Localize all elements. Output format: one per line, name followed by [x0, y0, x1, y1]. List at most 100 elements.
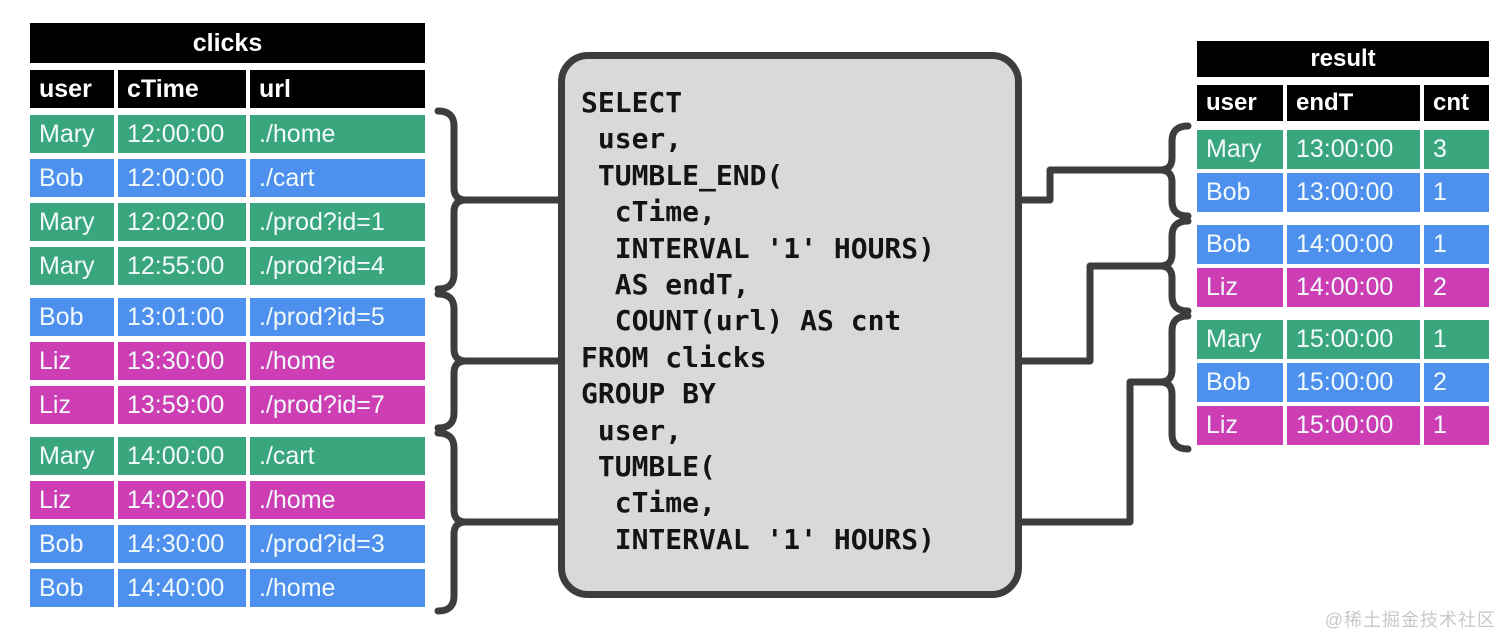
brace-result-group-2	[1156, 217, 1192, 315]
cell-user: Mary	[1197, 130, 1283, 169]
clicks-table-row: Bob 12:00:00 ./cart	[30, 159, 425, 197]
cell-endt: 14:00:00	[1287, 225, 1420, 264]
cell-user: Mary	[30, 437, 114, 475]
row-group: Bob 14:00:00 1 Liz 14:00:00 2	[1197, 225, 1489, 307]
brace-clicks-group-3	[434, 429, 470, 615]
cell-ctime: 12:02:00	[118, 203, 246, 241]
cell-cnt: 1	[1424, 320, 1489, 359]
brace-result-group-3	[1156, 312, 1192, 453]
cell-endt: 15:00:00	[1287, 320, 1420, 359]
result-table-row: Bob 13:00:00 1	[1197, 173, 1489, 212]
cell-ctime: 12:55:00	[118, 247, 246, 285]
clicks-table-row: Bob 14:40:00 ./home	[30, 569, 425, 607]
cell-cnt: 1	[1424, 406, 1489, 445]
column-header-ctime: cTime	[118, 70, 246, 108]
cell-ctime: 13:30:00	[118, 342, 246, 380]
clicks-table-row: Bob 14:30:00 ./prod?id=3	[30, 525, 425, 563]
column-header-endt: endT	[1287, 85, 1420, 121]
row-group: Mary 13:00:00 3 Bob 13:00:00 1	[1197, 130, 1489, 212]
result-table-row: Bob 14:00:00 1	[1197, 225, 1489, 264]
cell-ctime: 14:02:00	[118, 481, 246, 519]
cell-url: ./prod?id=4	[250, 247, 425, 285]
clicks-table-row: Mary 12:02:00 ./prod?id=1	[30, 203, 425, 241]
column-header-url: url	[250, 70, 425, 108]
clicks-table-title: clicks	[30, 23, 425, 63]
cell-user: Bob	[1197, 173, 1283, 212]
brace-result-group-1	[1156, 122, 1192, 220]
result-table-row: Mary 13:00:00 3	[1197, 130, 1489, 169]
cell-endt: 13:00:00	[1287, 173, 1420, 212]
cell-ctime: 14:30:00	[118, 525, 246, 563]
cell-user: Bob	[1197, 363, 1283, 402]
cell-user: Mary	[1197, 320, 1283, 359]
clicks-table-row: Mary 14:00:00 ./cart	[30, 437, 425, 475]
cell-user: Mary	[30, 203, 114, 241]
sql-query-text: SELECT user, TUMBLE_END( cTime, INTERVAL…	[581, 86, 936, 556]
result-table-row: Liz 14:00:00 2	[1197, 268, 1489, 307]
cell-user: Bob	[30, 298, 114, 336]
cell-user: Bob	[1197, 225, 1283, 264]
cell-ctime: 12:00:00	[118, 115, 246, 153]
cell-ctime: 13:59:00	[118, 386, 246, 424]
cell-ctime: 13:01:00	[118, 298, 246, 336]
clicks-table-row: Bob 13:01:00 ./prod?id=5	[30, 298, 425, 336]
result-table-title: result	[1197, 41, 1489, 77]
clicks-table-row: Liz 14:02:00 ./home	[30, 481, 425, 519]
cell-url: ./prod?id=7	[250, 386, 425, 424]
cell-url: ./prod?id=5	[250, 298, 425, 336]
result-table-row: Mary 15:00:00 1	[1197, 320, 1489, 359]
cell-url: ./home	[250, 569, 425, 607]
cell-url: ./cart	[250, 159, 425, 197]
clicks-table-row: Mary 12:55:00 ./prod?id=4	[30, 247, 425, 285]
cell-user: Liz	[30, 342, 114, 380]
cell-ctime: 12:00:00	[118, 159, 246, 197]
row-group: Mary 12:00:00 ./home Bob 12:00:00 ./cart…	[30, 115, 425, 285]
cell-url: ./home	[250, 342, 425, 380]
result-table-header: user endT cnt	[1197, 85, 1489, 121]
cell-ctime: 14:40:00	[118, 569, 246, 607]
cell-user: Bob	[30, 525, 114, 563]
sql-query-box: SELECT user, TUMBLE_END( cTime, INTERVAL…	[558, 52, 1022, 598]
column-header-user: user	[1197, 85, 1283, 121]
watermark: @稀土掘金技术社区	[1324, 610, 1496, 630]
cell-endt: 15:00:00	[1287, 363, 1420, 402]
cell-user: Liz	[30, 386, 114, 424]
cell-ctime: 14:00:00	[118, 437, 246, 475]
clicks-table-header: user cTime url	[30, 70, 425, 108]
connector-right-3	[1012, 378, 1164, 526]
cell-url: ./prod?id=1	[250, 203, 425, 241]
cell-user: Bob	[30, 569, 114, 607]
cell-endt: 14:00:00	[1287, 268, 1420, 307]
cell-url: ./home	[250, 115, 425, 153]
cell-cnt: 1	[1424, 173, 1489, 212]
cell-endt: 13:00:00	[1287, 130, 1420, 169]
row-group: Bob 13:01:00 ./prod?id=5 Liz 13:30:00 ./…	[30, 298, 425, 424]
brace-clicks-group-1	[434, 107, 470, 293]
cell-endt: 15:00:00	[1287, 406, 1420, 445]
cell-url: ./prod?id=3	[250, 525, 425, 563]
row-group: Mary 15:00:00 1 Bob 15:00:00 2 Liz 15:00…	[1197, 320, 1489, 445]
cell-user: Mary	[30, 115, 114, 153]
column-header-cnt: cnt	[1424, 85, 1489, 121]
result-table-row: Bob 15:00:00 2	[1197, 363, 1489, 402]
cell-cnt: 1	[1424, 225, 1489, 264]
row-group: Mary 14:00:00 ./cart Liz 14:02:00 ./home…	[30, 437, 425, 607]
connector-right-1	[1012, 166, 1164, 204]
result-table-row: Liz 15:00:00 1	[1197, 406, 1489, 445]
cell-cnt: 2	[1424, 268, 1489, 307]
cell-user: Mary	[30, 247, 114, 285]
cell-user: Liz	[30, 481, 114, 519]
column-header-user: user	[30, 70, 114, 108]
cell-url: ./home	[250, 481, 425, 519]
cell-cnt: 3	[1424, 130, 1489, 169]
cell-cnt: 2	[1424, 363, 1489, 402]
clicks-table-row: Liz 13:30:00 ./home	[30, 342, 425, 380]
clicks-table-row: Mary 12:00:00 ./home	[30, 115, 425, 153]
clicks-table-row: Liz 13:59:00 ./prod?id=7	[30, 386, 425, 424]
cell-user: Bob	[30, 159, 114, 197]
cell-url: ./cart	[250, 437, 425, 475]
connector-right-2	[1012, 262, 1164, 365]
cell-user: Liz	[1197, 268, 1283, 307]
